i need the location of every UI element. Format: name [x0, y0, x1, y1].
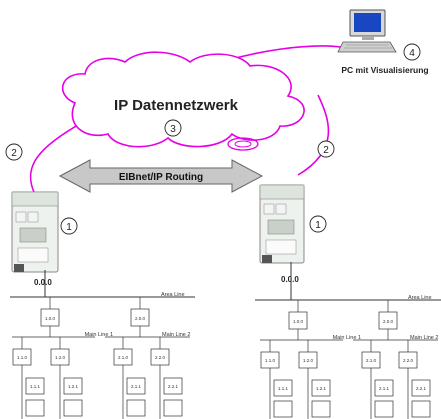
left-topology: Area Line 1.0.0 2.0.0 Main Line 1 Main L… [10, 270, 195, 419]
right-ip-router [259, 184, 305, 264]
right-line-coupler-3-address: 2.1.0 [366, 358, 377, 363]
left-main-line-2-label: Main Line 2 [162, 332, 190, 338]
left-device-1-address: 1.1.1 [30, 384, 41, 389]
left-line-coupler-3-address: 2.1.0 [118, 355, 129, 360]
right-router-marker: 1 [315, 220, 321, 231]
right-device-4-address: 2.2.1 [416, 386, 427, 391]
left-router-link-cable [29, 124, 79, 201]
left-main-line-1-label: Main Line 1 [85, 332, 113, 338]
ip-network-cloud: IP Datennetzwerk 3 [61, 51, 305, 151]
cloud-marker: 3 [170, 124, 176, 135]
left-area-line-label: Area Line [161, 292, 185, 298]
left-link-marker: 2 [11, 148, 17, 159]
routing-label: EIBnet/IP Routing [119, 172, 203, 183]
right-address: 0.0.0 [281, 275, 299, 284]
right-topology: Area Line 1.0.0 2.0.0 Main Line 1 Main L… [255, 262, 441, 419]
right-line-coupler-4-address: 2.2.0 [403, 358, 414, 363]
right-router-link-cable [297, 94, 330, 176]
right-area-coupler-2-address: 2.0.0 [383, 319, 394, 324]
left-device-2-address: 1.2.1 [68, 384, 79, 389]
right-link-marker: 2 [323, 145, 329, 156]
left-address: 0.0.0 [34, 278, 52, 287]
left-router-marker: 1 [66, 222, 72, 233]
left-line-coupler-2-address: 1.2.0 [55, 355, 66, 360]
left-line-coupler-4-address: 2.2.0 [155, 355, 166, 360]
right-main-line-2-label: Main Line 2 [410, 335, 438, 341]
right-device-3-address: 2.1.1 [379, 386, 390, 391]
right-line-coupler-2-address: 1.2.0 [303, 358, 314, 363]
routing-arrow: EIBnet/IP Routing [58, 159, 264, 193]
pc-marker: 4 [409, 48, 415, 59]
right-device-2-address: 1.2.1 [316, 386, 327, 391]
cloud-label: IP Datennetzwerk [114, 97, 239, 114]
left-device-4-address: 2.2.1 [168, 384, 179, 389]
right-main-line-1-label: Main Line 1 [333, 335, 361, 341]
pc-icon [337, 9, 397, 53]
right-area-line-label: Area Line [408, 295, 432, 301]
right-device-1-address: 1.1.1 [278, 386, 289, 391]
left-area-coupler-2-address: 2.0.0 [135, 316, 146, 321]
right-area-coupler-1-address: 1.0.0 [293, 319, 304, 324]
left-device-3-address: 2.1.1 [131, 384, 142, 389]
left-ip-router [11, 191, 59, 273]
left-line-coupler-1-address: 1.1.0 [17, 355, 28, 360]
left-area-coupler-1-address: 1.0.0 [45, 316, 56, 321]
right-line-coupler-1-address: 1.1.0 [265, 358, 276, 363]
pc-label: PC mit Visualisierung [341, 65, 428, 75]
